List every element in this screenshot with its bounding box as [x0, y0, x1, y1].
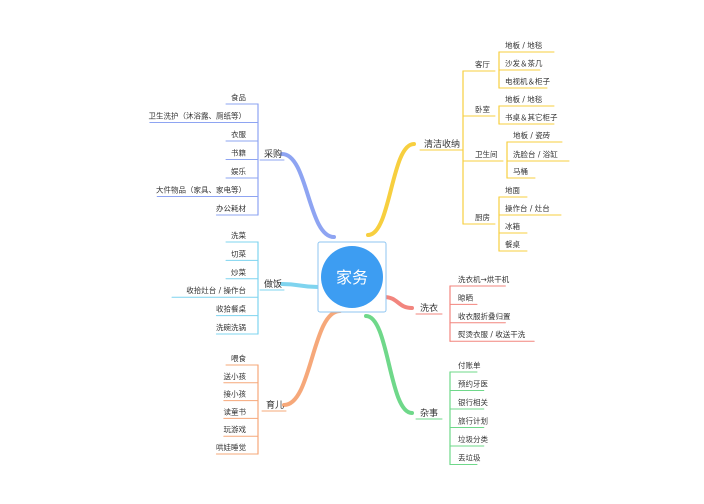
leaf-cleaning: 电视机＆柜子 [505, 76, 550, 86]
branch-label-cleaning: 清洁收纳 [424, 138, 460, 150]
leaf-misc: 旅行计划 [458, 416, 488, 426]
leaf-parenting: 喂食 [231, 353, 246, 363]
branch-label-misc: 杂事 [420, 407, 438, 419]
leaf-misc: 垃圾分类 [458, 434, 488, 444]
leaf-parenting: 玩游戏 [224, 424, 247, 434]
branch-label-cooking: 做饭 [264, 278, 282, 290]
leaf-purchase: 衣服 [231, 129, 246, 139]
branch-label-laundry: 洗衣 [420, 302, 438, 314]
leaf-cleaning: 马桶 [513, 166, 528, 176]
leaf-cleaning: 地面 [505, 185, 520, 195]
branch-connector-purchase [280, 152, 336, 239]
leaf-laundry: 熨烫衣服 / 收送干洗 [458, 329, 526, 339]
leaf-misc: 丢垃圾 [458, 453, 481, 463]
sub-node-cleaning: 厨房 [475, 212, 490, 222]
leaf-purchase: 卫生洗护（沐浴露、厕纸等） [149, 111, 247, 121]
leaf-cleaning: 书桌＆其它柜子 [505, 112, 558, 122]
leaf-cleaning: 地板 / 瓷砖 [513, 130, 551, 140]
leaf-misc: 付账单 [458, 360, 481, 370]
root-node[interactable] [321, 246, 383, 308]
root-label: 家务 [336, 268, 368, 287]
leaf-purchase: 书籍 [231, 148, 246, 158]
leaf-cooking: 收拾灶台 / 操作台 [186, 285, 246, 295]
leaf-cleaning: 洗脸台 / 浴缸 [513, 149, 558, 159]
leaf-parenting: 送小孩 [224, 371, 247, 381]
leaf-laundry: 收衣服折叠归置 [458, 311, 511, 321]
connector-layer [149, 51, 570, 466]
branch-connector-parenting [282, 309, 342, 407]
leaf-cooking: 洗菜 [231, 230, 246, 240]
leaf-cleaning: 冰箱 [505, 221, 520, 231]
branch-label-purchase: 采购 [264, 148, 282, 160]
sub-node-cleaning: 卧室 [475, 104, 490, 114]
sub-node-cleaning: 卫生间 [475, 149, 498, 159]
leaf-parenting: 读童书 [224, 406, 247, 416]
leaf-parenting: 接小孩 [224, 389, 247, 399]
leaf-purchase: 食品 [231, 92, 246, 102]
leaf-purchase: 娱乐 [231, 166, 246, 176]
branch-connector-cleaning [366, 142, 416, 237]
leaf-purchase: 大件物品（家具、家电等） [156, 185, 246, 195]
leaf-cooking: 洗碗洗锅 [216, 322, 246, 332]
leaf-laundry: 洗衣机→烘干机 [458, 274, 510, 284]
sub-node-cleaning: 客厅 [475, 59, 490, 69]
leaf-cleaning: 地板 / 地毯 [505, 94, 543, 104]
leaf-purchase: 办公耗材 [216, 203, 246, 213]
leaf-cleaning: 沙发＆茶几 [505, 58, 543, 68]
leaf-cooking: 切菜 [231, 248, 246, 258]
branch-label-parenting: 育儿 [266, 399, 284, 411]
leaf-cooking: 收拾餐桌 [216, 304, 246, 314]
leaf-cleaning: 操作台 / 灶台 [505, 203, 550, 213]
leaf-cleaning: 地板 / 地毯 [505, 40, 543, 50]
branch-connector-cooking [280, 282, 320, 289]
branch-connector-misc [364, 314, 414, 415]
leaf-cleaning: 餐桌 [505, 239, 520, 249]
leaf-cooking: 炒菜 [231, 267, 246, 277]
leaf-laundry: 晾晒 [458, 292, 473, 302]
leaf-misc: 银行相关 [458, 397, 488, 407]
leaf-parenting: 哄娃睡觉 [216, 442, 246, 452]
leaf-misc: 预约牙医 [458, 379, 488, 389]
branch-connector-laundry [382, 295, 414, 310]
